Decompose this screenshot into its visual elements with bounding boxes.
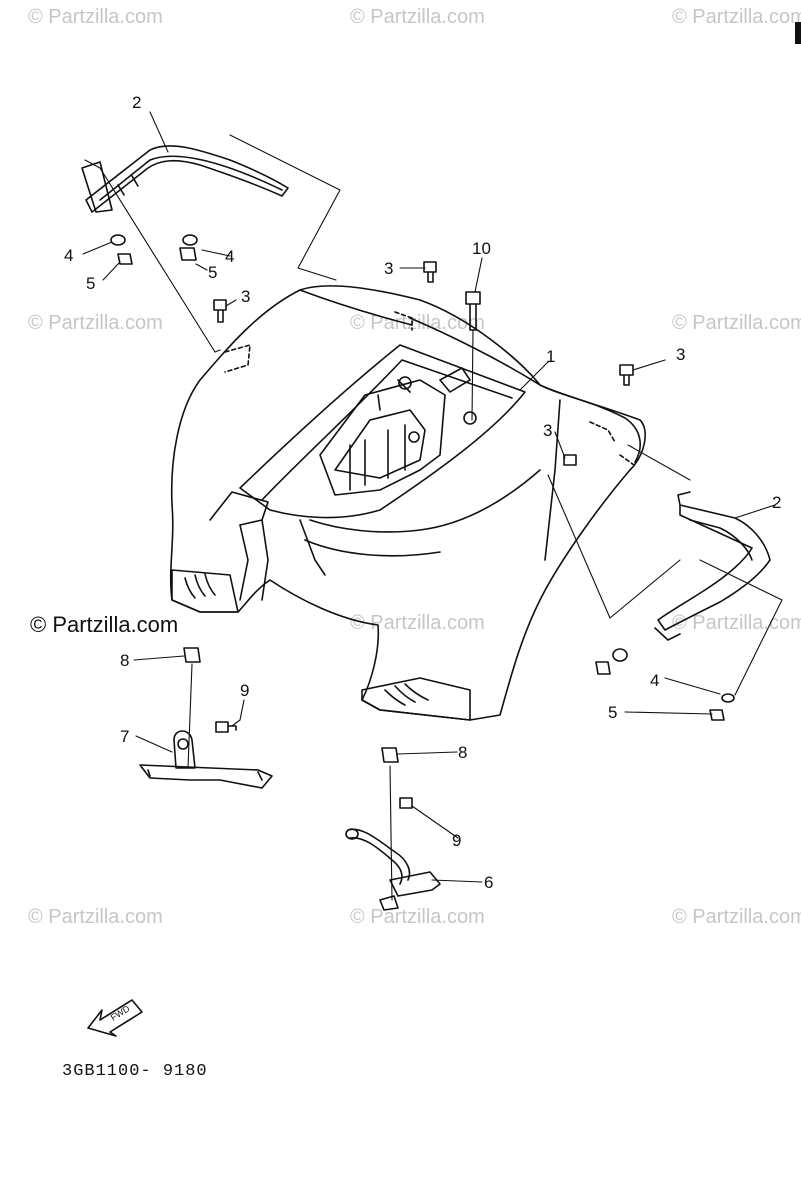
- watermark: © Partzilla.com: [350, 6, 485, 28]
- leader-lines: [82, 111, 783, 901]
- diagram-code: 3GB1100- 9180: [62, 1062, 208, 1081]
- callout-8-right: 8: [458, 743, 467, 762]
- right-stay-part: [345, 828, 441, 911]
- callout-3-mid: 3: [543, 421, 552, 440]
- callout-2-left: 2: [132, 93, 141, 112]
- callout-5-mid: 5: [208, 263, 217, 282]
- callout-2-right: 2: [772, 493, 781, 512]
- watermark: © Partzilla.com: [672, 612, 801, 634]
- fwd-arrow-icon: FWD: [87, 999, 143, 1037]
- watermark: © Partzilla.com: [672, 6, 801, 28]
- callout-4-mid: 4: [225, 247, 234, 266]
- callout-9-left: 9: [240, 681, 249, 700]
- watermark: © Partzilla.com: [350, 612, 485, 634]
- callout-10: 10: [472, 239, 491, 258]
- left-guard-part: [81, 145, 289, 213]
- left-bracket-part: [139, 730, 273, 789]
- callout-3-right: 3: [676, 345, 685, 364]
- right-guard-part: [654, 491, 771, 641]
- callout-labels: 2 4 5 4 5 3 3 10 1 3 3 2 4 5 8 9 7 8 9 6: [64, 93, 781, 892]
- edge-mark: [795, 22, 801, 44]
- callout-9-right: 9: [452, 831, 461, 850]
- callout-4-left: 4: [64, 246, 73, 265]
- callout-3-left: 3: [241, 287, 250, 306]
- watermark: © Partzilla.com: [350, 906, 485, 928]
- callout-4-right: 4: [650, 671, 659, 690]
- fasteners: [110, 234, 735, 809]
- callout-5-right: 5: [608, 703, 617, 722]
- callout-6: 6: [484, 873, 493, 892]
- watermark: © Partzilla.com: [672, 906, 801, 928]
- callout-5-left: 5: [86, 274, 95, 293]
- watermark-dark: © Partzilla.com: [30, 612, 179, 637]
- watermark: © Partzilla.com: [672, 312, 801, 334]
- callout-1: 1: [546, 347, 555, 366]
- callout-3-top: 3: [384, 259, 393, 278]
- callout-8-left: 8: [120, 651, 129, 670]
- watermark: © Partzilla.com: [28, 312, 163, 334]
- watermark: © Partzilla.com: [28, 6, 163, 28]
- watermark: © Partzilla.com: [28, 906, 163, 928]
- callout-7: 7: [120, 727, 129, 746]
- front-fender-part: [169, 285, 646, 721]
